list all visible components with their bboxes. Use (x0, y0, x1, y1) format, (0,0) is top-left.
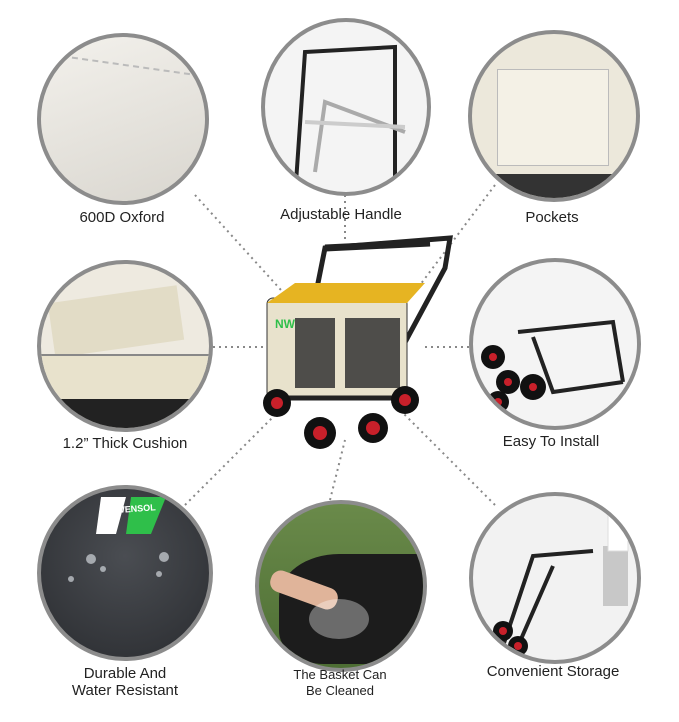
feature-label-pockets: Pockets (525, 209, 579, 226)
feature-label-water-resistant: Durable And Water Resistant (25, 665, 225, 699)
feature-label-basket-cleaned: The Basket Can Be Cleaned (240, 667, 440, 699)
connector-line (329, 439, 346, 501)
feature-label-oxford: 600D Oxford (79, 209, 165, 226)
feature-image-pockets (468, 30, 640, 202)
feature-image-storage (469, 492, 641, 664)
feature-image-thick-cushion (37, 260, 213, 432)
label-line: The Basket Can (293, 667, 387, 682)
svg-text:NW: NW (275, 317, 296, 331)
feature-label-adjustable-handle: Adjustable Handle (280, 206, 402, 223)
feature-image-washable-basket (255, 500, 427, 672)
feature-image-oxford-fabric (37, 33, 209, 205)
label-line: Durable And (83, 665, 167, 682)
feature-image-water-resistant: NOWENSOL (37, 485, 213, 661)
label-line: Water Resistant (71, 682, 179, 699)
pet-stroller-image: NW (263, 235, 453, 449)
nowensol-logo: NOWENSOL (68, 497, 169, 582)
feature-label-storage: Convenient Storage (486, 663, 620, 680)
feature-image-easy-install (469, 258, 641, 430)
connector-line (389, 399, 496, 506)
wheel-icon (263, 386, 419, 449)
feature-label-easy-install: Easy To Install (502, 433, 600, 450)
svg-text:NOWENSOL: NOWENSOL (102, 502, 156, 516)
feature-label-cushion: 1.2” Thick Cushion (62, 435, 188, 452)
feature-image-adjustable-handle (261, 18, 431, 196)
label-line: Be Cleaned (306, 683, 374, 698)
